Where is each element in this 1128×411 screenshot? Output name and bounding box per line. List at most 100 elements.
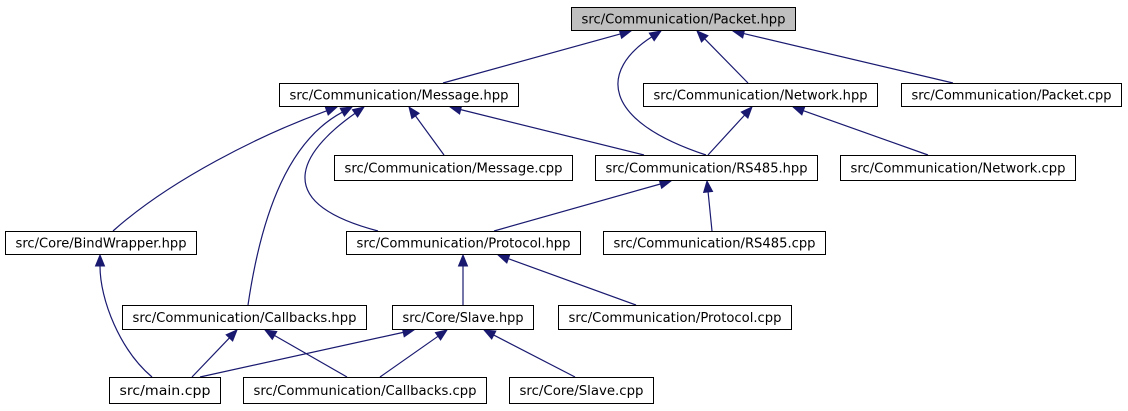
edge-bindwrapper_hpp-to-message_hpp xyxy=(112,106,339,232)
arrowhead xyxy=(351,106,366,118)
edge-line xyxy=(379,335,439,378)
edge-line xyxy=(803,110,929,156)
arrowhead xyxy=(94,253,106,267)
edge-network_cpp-to-network_hpp xyxy=(791,105,929,156)
node-callbacks-cpp[interactable]: src/Communication/Callbacks.cpp xyxy=(243,377,487,404)
node-rs485-hpp[interactable]: src/Communication/RS485.hpp xyxy=(595,155,818,181)
node-box xyxy=(901,83,1122,107)
arrowhead xyxy=(740,106,753,120)
arrowhead xyxy=(225,329,238,342)
node-label: src/Core/Slave.cpp xyxy=(520,384,644,399)
node-label: src/Communication/Message.cpp xyxy=(345,162,563,177)
node-box xyxy=(122,305,367,330)
node-packet-hpp[interactable]: src/Communication/Packet.hpp xyxy=(571,7,796,31)
edge-line xyxy=(99,265,153,378)
node-box xyxy=(5,231,197,255)
edge-slave_hpp-to-protocol_hpp xyxy=(457,253,469,305)
node-box xyxy=(840,155,1076,181)
arrowhead xyxy=(482,329,497,340)
node-box xyxy=(603,231,826,255)
edge-main_cpp-to-callbacks_hpp xyxy=(191,329,238,378)
edge-line xyxy=(707,114,746,156)
edge-line xyxy=(707,191,713,232)
node-label: src/Communication/Callbacks.hpp xyxy=(133,311,357,326)
node-box xyxy=(243,377,487,404)
arrowhead xyxy=(696,30,709,43)
arrowhead xyxy=(791,105,806,116)
node-label: src/Communication/Network.hpp xyxy=(654,89,868,104)
node-protocol-hpp[interactable]: src/Communication/Protocol.hpp xyxy=(346,231,581,255)
node-protocol-cpp[interactable]: src/Communication/Protocol.cpp xyxy=(558,305,792,330)
arrowhead xyxy=(457,253,469,267)
edge-rs485_hpp-to-network_hpp xyxy=(707,106,753,156)
edge-line xyxy=(460,109,645,156)
edge-line xyxy=(112,110,327,232)
edge-protocol_cpp-to-protocol_hpp xyxy=(496,253,637,306)
edge-slave_cpp-to-slave_hpp xyxy=(482,329,576,378)
edge-line xyxy=(191,337,230,378)
node-slave-hpp[interactable]: src/Core/Slave.hpp xyxy=(392,305,534,330)
edge-main_cpp-to-bindwrapper_hpp xyxy=(94,253,153,378)
edge-network_hpp-to-packet_hpp xyxy=(696,30,749,84)
node-packet-cpp[interactable]: src/Communication/Packet.cpp xyxy=(901,83,1122,107)
node-label: src/Communication/Packet.cpp xyxy=(912,89,1112,104)
node-message-cpp[interactable]: src/Communication/Message.cpp xyxy=(334,155,573,181)
node-label: src/Communication/Packet.hpp xyxy=(582,13,786,28)
edge-callbacks_cpp-to-slave_hpp xyxy=(379,329,449,378)
edge-line xyxy=(493,183,661,232)
edge-rs485_hpp-to-message_hpp xyxy=(448,104,645,156)
arrowhead xyxy=(339,106,354,118)
edge-rs485_cpp-to-rs485_hpp xyxy=(702,179,714,232)
arrowhead xyxy=(434,329,449,341)
node-box xyxy=(595,155,818,181)
node-label: src/Core/BindWrapper.hpp xyxy=(16,237,187,252)
node-box xyxy=(643,83,878,107)
edge-line xyxy=(274,334,348,378)
edge-line xyxy=(199,331,404,378)
node-box xyxy=(558,305,792,330)
node-label: src/Communication/Callbacks.cpp xyxy=(254,384,477,399)
edge-line xyxy=(304,112,379,232)
arrowhead xyxy=(324,106,339,116)
node-network-cpp[interactable]: src/Communication/Network.cpp xyxy=(840,155,1076,181)
edge-line xyxy=(247,111,343,306)
arrowhead xyxy=(263,329,278,341)
edge-message_cpp-to-message_hpp xyxy=(408,105,445,156)
edge-line xyxy=(704,38,749,84)
arrowhead xyxy=(408,105,421,120)
edge-callbacks_cpp-to-callbacks_hpp xyxy=(263,329,348,378)
edge-rs485_hpp-to-packet_hpp xyxy=(617,30,707,156)
edges-layer xyxy=(94,28,954,378)
arrowhead xyxy=(702,179,714,193)
arrowhead xyxy=(496,253,511,264)
node-message-hpp[interactable]: src/Communication/Message.hpp xyxy=(279,83,519,107)
node-bindwrapper-hpp[interactable]: src/Core/BindWrapper.hpp xyxy=(5,231,197,255)
node-box xyxy=(346,231,581,255)
node-rs485-cpp[interactable]: src/Communication/RS485.cpp xyxy=(603,231,826,255)
edge-line xyxy=(493,334,576,378)
edge-callbacks_hpp-to-message_hpp xyxy=(247,106,354,306)
edge-packet_cpp-to-packet_hpp xyxy=(731,28,954,84)
node-label: src/Communication/Network.cpp xyxy=(851,162,1066,177)
edge-protocol_hpp-to-rs485_hpp xyxy=(493,179,673,232)
edge-line xyxy=(743,32,954,84)
node-box xyxy=(571,7,796,31)
node-box xyxy=(392,305,534,330)
node-network-hpp[interactable]: src/Communication/Network.hpp xyxy=(643,83,878,107)
node-label: src/Communication/Message.hpp xyxy=(290,89,509,104)
node-main-cpp[interactable]: src/main.cpp xyxy=(109,377,221,404)
node-box xyxy=(509,377,654,404)
edge-line xyxy=(414,115,445,156)
node-slave-cpp[interactable]: src/Core/Slave.cpp xyxy=(509,377,654,404)
nodes-layer: src/Communication/Packet.hpp src/Communic… xyxy=(5,7,1122,404)
edge-line xyxy=(442,33,621,84)
edge-line xyxy=(617,36,707,156)
node-label: src/main.cpp xyxy=(120,384,211,399)
node-label: src/Communication/Protocol.cpp xyxy=(569,311,782,326)
node-box xyxy=(109,377,221,404)
node-callbacks-hpp[interactable]: src/Communication/Callbacks.hpp xyxy=(122,305,367,330)
node-box xyxy=(334,155,573,181)
node-label: src/Communication/RS485.hpp xyxy=(606,162,808,177)
node-box xyxy=(279,83,519,107)
